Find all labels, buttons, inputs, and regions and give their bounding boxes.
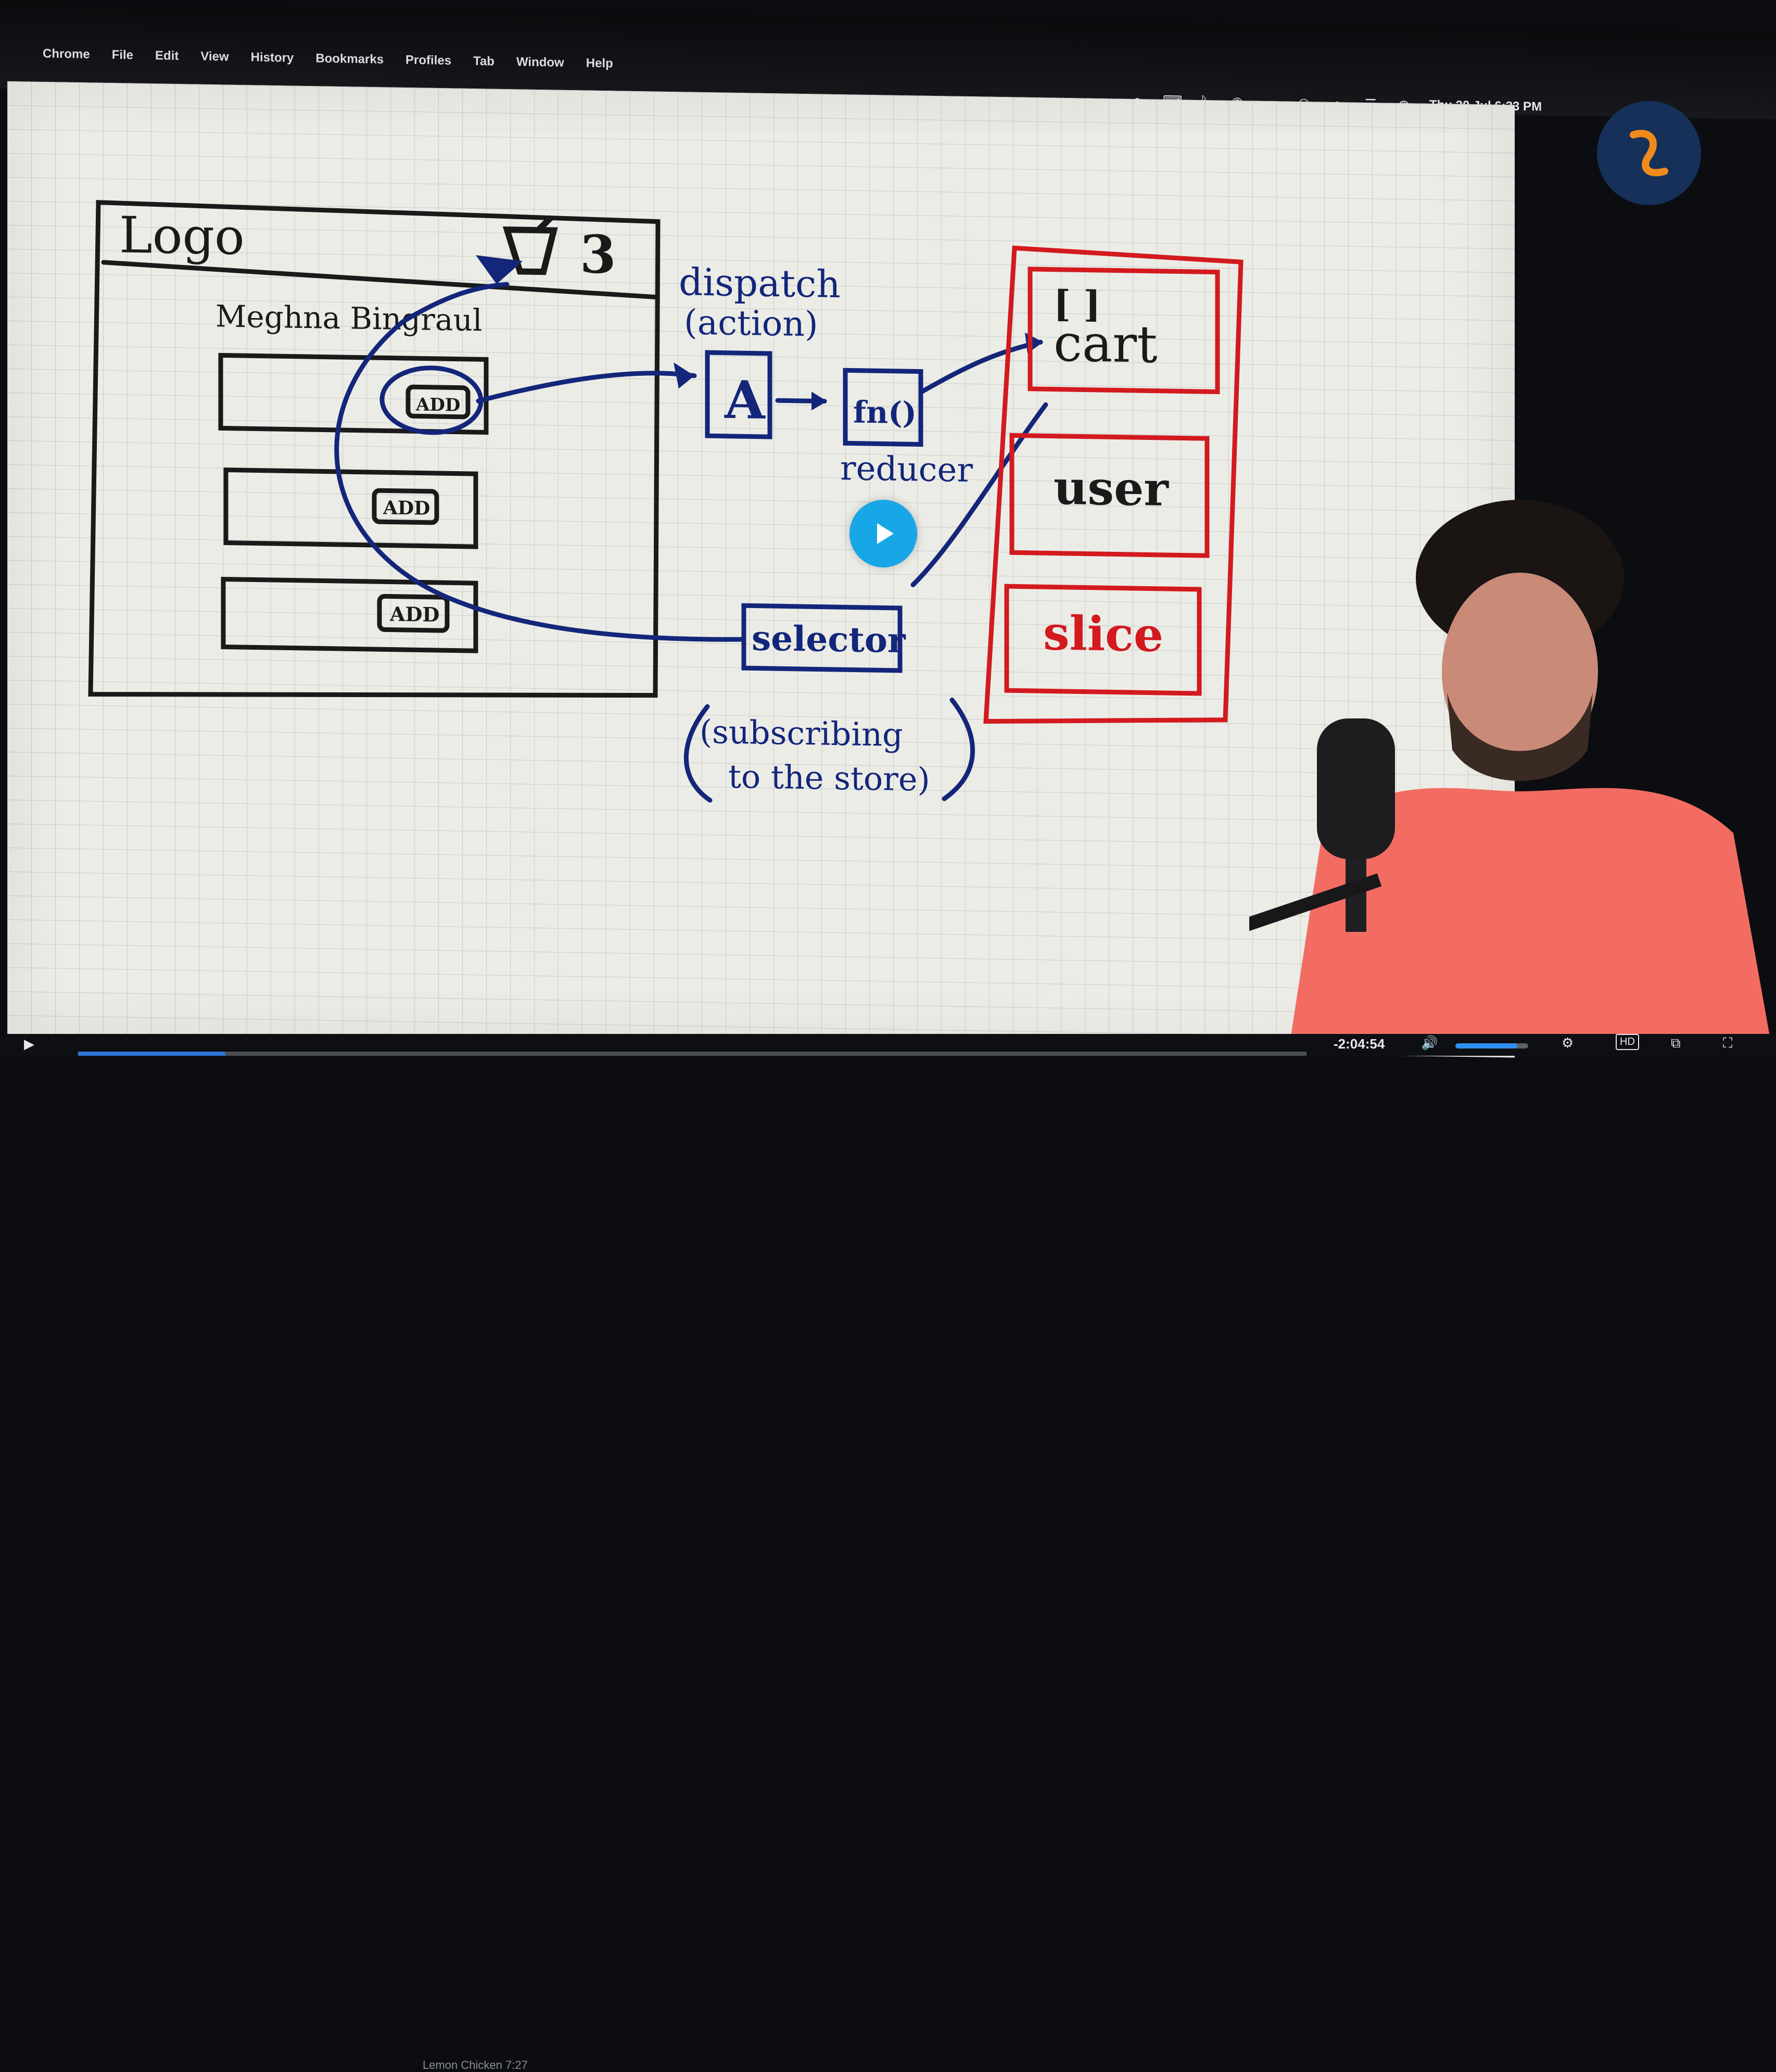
product-card-2 [223, 468, 478, 549]
dispatch-action-label: (action) [684, 302, 818, 344]
arrow-reducer-to-cart [918, 339, 1043, 395]
action-box-label: A [724, 369, 766, 431]
whiteboard-canvas: Logo 3 Meghna Bingraul ADD ADD ADD dispa… [7, 81, 1515, 1058]
subscribe-label-line2: to the store) [728, 757, 930, 799]
app-mockup-frame [88, 200, 661, 698]
play-control-icon[interactable]: ▶ [24, 1036, 34, 1052]
redux-store [983, 245, 1244, 724]
picture-in-picture-icon[interactable]: ⧉ [1671, 1035, 1681, 1051]
subscribe-close-paren [942, 698, 975, 801]
cart-count: 3 [580, 223, 616, 285]
microphone [1317, 718, 1395, 859]
fullscreen-icon[interactable]: ⛶ [1723, 1035, 1733, 1051]
product-card-3 [221, 576, 478, 653]
arrow-add-to-action [476, 371, 697, 403]
selector-box [741, 603, 903, 673]
video-controls-bar: Lemon Chicken 7:27 ▶ -2:04:54 🔊 ⚙ HD ⧉ ⛶ [0, 1034, 1776, 2071]
store-user-label: user [1054, 460, 1169, 517]
reducer-function-box [843, 368, 923, 447]
arrowhead-cart [476, 255, 523, 284]
presenter-face [1442, 573, 1598, 770]
arrowhead-reducer [811, 391, 827, 411]
store-slice-cart [1027, 267, 1220, 395]
channel-logo-mark [1630, 130, 1668, 176]
add-button-1-label: ADD [415, 394, 460, 415]
store-cart-label: cart [1054, 314, 1158, 375]
selector-box-label: selector [752, 617, 906, 661]
store-outline [983, 245, 1244, 724]
action-box [705, 350, 772, 439]
menu-item-view[interactable]: View [200, 49, 229, 64]
menu-item-help[interactable]: Help [586, 56, 613, 71]
volume-slider[interactable] [1455, 1043, 1528, 1048]
cart-array-marker: [ ] [1054, 282, 1101, 326]
play-overlay-button[interactable] [849, 500, 917, 567]
add-button-1 [405, 384, 471, 420]
menu-item-bookmarks[interactable]: Bookmarks [315, 51, 384, 67]
add-button-3 [377, 593, 450, 633]
presenter-beard [1447, 692, 1593, 781]
app-mockup [88, 200, 661, 698]
presenter-video [1038, 500, 1770, 1036]
channel-logo [1597, 101, 1701, 205]
redux-flow-arrows [334, 282, 1048, 803]
menu-item-history[interactable]: History [250, 50, 294, 65]
webcam-overlay [1038, 500, 1776, 1036]
product-card-1 [218, 352, 489, 435]
add-button-2 [372, 488, 439, 525]
time-remaining: -2:04:54 [1334, 1036, 1385, 1052]
video-progress-fill [78, 1052, 226, 1056]
menu-item-edit[interactable]: Edit [155, 48, 179, 63]
menu-item-profiles[interactable]: Profiles [405, 53, 452, 68]
arrow-selector-to-header [334, 282, 744, 642]
arrowhead-store-cart [1025, 332, 1043, 353]
chapter-caption: Lemon Chicken 7:27 [423, 2058, 528, 2071]
whiteboard-drawing: Logo 3 Meghna Bingraul ADD ADD ADD dispa… [88, 200, 1244, 803]
user-name-text: Meghna Bingraul [215, 298, 482, 338]
video-progress-bar[interactable] [78, 1052, 1306, 1056]
app-logo-text: Logo [119, 206, 245, 266]
store-slice-generic [1004, 584, 1202, 696]
app-header-divider [101, 260, 658, 300]
add-button-2-label: ADD [383, 497, 430, 519]
reducer-function-label: fn() [853, 395, 917, 431]
store-slice-label: slice [1043, 605, 1163, 663]
menu-bar-left: Chrome File Edit View History Bookmarks … [21, 46, 613, 71]
play-icon [877, 523, 894, 544]
settings-icon[interactable]: ⚙ [1562, 1035, 1574, 1051]
volume-icon[interactable]: 🔊 [1421, 1035, 1438, 1051]
menu-item-tab[interactable]: Tab [473, 54, 494, 69]
add-button-3-label: ADD [389, 602, 439, 627]
subscribe-label-line1: (subscribing [700, 713, 903, 754]
menu-item-chrome[interactable]: Chrome [43, 46, 90, 62]
menu-item-window[interactable]: Window [516, 55, 564, 70]
store-slice-user [1009, 433, 1210, 558]
hd-badge[interactable]: HD [1616, 1034, 1639, 1050]
dispatch-label: dispatch [679, 260, 841, 306]
presenter-shirt [1291, 788, 1770, 1036]
reducer-label: reducer [840, 449, 973, 490]
arrow-cart-to-selector [910, 402, 1048, 587]
cart-icon [502, 215, 558, 275]
volume-slider-fill [1455, 1043, 1517, 1048]
menu-item-file[interactable]: File [111, 47, 134, 62]
arrowhead-action [674, 362, 694, 389]
subscribe-open-paren [683, 704, 713, 803]
